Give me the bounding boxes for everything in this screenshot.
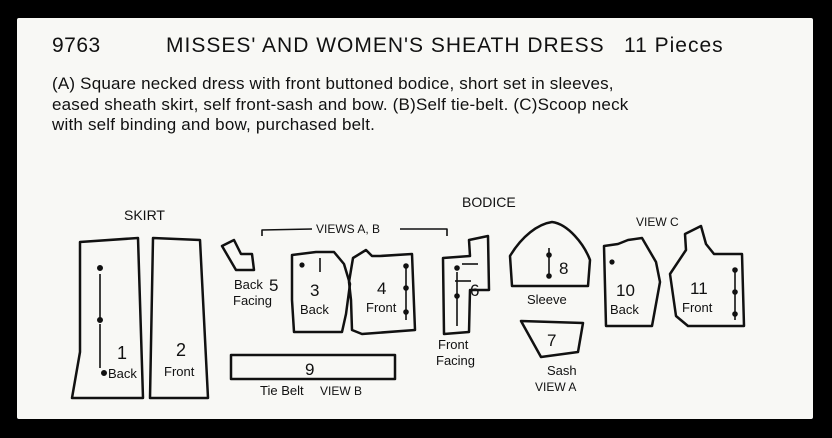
piece-10-label: Back bbox=[610, 302, 639, 317]
piece-7-outline bbox=[519, 319, 585, 359]
piece-9-outline bbox=[229, 353, 397, 381]
section-bodice-label: BODICE bbox=[462, 194, 516, 210]
piece-1-number: 1 bbox=[117, 343, 127, 363]
piece-3-number: 3 bbox=[310, 281, 319, 300]
views-ab-bracket bbox=[261, 228, 448, 236]
piece-11-label: Front bbox=[682, 300, 713, 315]
piece-9-label-1: Tie Belt bbox=[260, 383, 304, 398]
piece-1-label: Back bbox=[108, 366, 137, 381]
section-skirt-label: SKIRT bbox=[124, 207, 165, 223]
pattern-title: MISSES' AND WOMEN'S SHEATH DRESS bbox=[166, 34, 605, 57]
piece-1-outline bbox=[70, 236, 145, 400]
piece-2-outline bbox=[148, 236, 210, 400]
piece-8-label: Sleeve bbox=[527, 292, 567, 307]
piece-10-outline bbox=[602, 236, 662, 328]
piece-9-label-2: VIEW B bbox=[320, 384, 362, 398]
pattern-number: 9763 bbox=[52, 34, 101, 57]
description-line-3: with self binding and bow, purchased bel… bbox=[52, 115, 376, 134]
piece-6-outline bbox=[441, 234, 491, 336]
piece-8-number: 8 bbox=[559, 259, 568, 278]
piece-count: 11 Pieces bbox=[624, 34, 724, 57]
piece-6-number: 6 bbox=[470, 281, 479, 300]
piece-4-label: Front bbox=[366, 300, 397, 315]
description-line-1: (A) Square necked dress with front butto… bbox=[52, 74, 614, 93]
piece-4-number: 4 bbox=[377, 279, 386, 298]
piece-6-label-1: Front bbox=[438, 337, 469, 352]
piece-5-number: 5 bbox=[269, 276, 278, 295]
piece-6-label-2: Facing bbox=[436, 353, 475, 368]
piece-7-label-1: Sash bbox=[547, 363, 577, 378]
piece-10-number: 10 bbox=[616, 281, 635, 300]
piece-7-label-2: VIEW A bbox=[535, 380, 576, 394]
section-view-c-label: VIEW C bbox=[636, 215, 679, 229]
piece-5-label-1: Back bbox=[234, 277, 263, 292]
description-line-2: eased sheath skirt, self front-sash and … bbox=[52, 94, 629, 114]
piece-9-number: 9 bbox=[305, 360, 314, 379]
section-views-ab-label: VIEWS A, B bbox=[316, 222, 380, 236]
piece-3-label: Back bbox=[300, 302, 329, 317]
piece-4-outline bbox=[347, 248, 417, 336]
piece-5-outline bbox=[220, 238, 256, 272]
piece-2-number: 2 bbox=[176, 340, 186, 360]
pattern-description: (A) Square necked dress with front butto… bbox=[52, 74, 742, 136]
piece-11-outline bbox=[668, 224, 746, 328]
piece-2-label: Front bbox=[164, 364, 195, 379]
piece-3-outline bbox=[290, 250, 352, 334]
piece-8-outline bbox=[508, 220, 592, 288]
piece-11-number: 11 bbox=[690, 279, 708, 298]
piece-7-number: 7 bbox=[547, 331, 556, 350]
piece-5-label-2: Facing bbox=[233, 293, 272, 308]
